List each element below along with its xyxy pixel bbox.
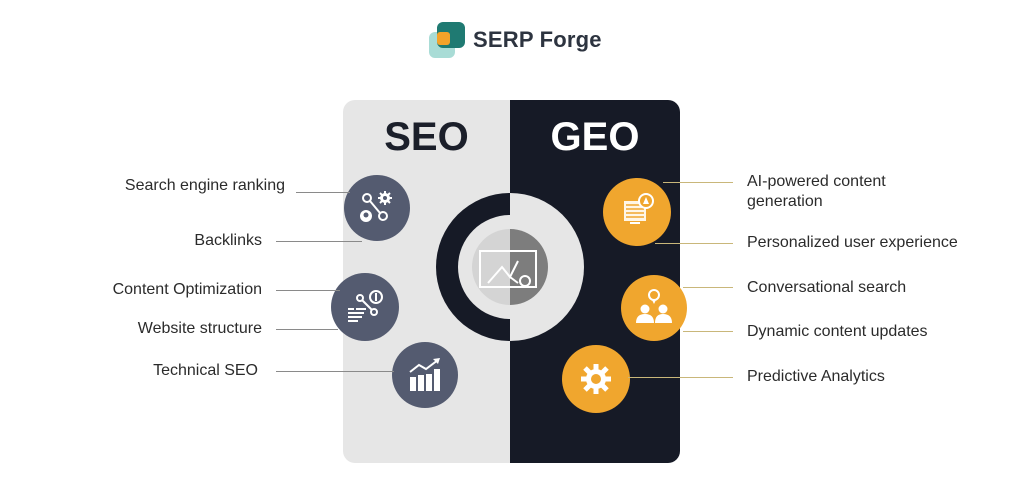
brand-logo: SERP Forge	[427, 20, 602, 60]
seo-label-technical-seo: Technical SEO	[153, 362, 258, 379]
seo-label-content-optimization: Content Optimization	[112, 281, 262, 298]
growth-bar-chart-icon	[409, 358, 440, 391]
connector-line	[276, 290, 340, 291]
seo-label-backlinks: Backlinks	[194, 232, 262, 249]
users-idea-icon	[636, 289, 672, 323]
seo-label-website-structure: Website structure	[137, 320, 262, 337]
geo-title: GEO	[550, 115, 640, 159]
geo-label-ai-powered-content-line2: generation	[747, 193, 823, 210]
connector-line	[683, 331, 733, 332]
seo-icon-1	[344, 175, 410, 241]
connector-line	[276, 329, 338, 330]
connector-line	[296, 192, 350, 193]
brand-name: SERP Forge	[473, 27, 602, 52]
document-monitor-icon	[624, 193, 654, 224]
geo-label-dynamic-content-updates: Dynamic content updates	[747, 323, 928, 340]
seo-title: SEO	[384, 115, 469, 159]
connector-line	[655, 243, 733, 244]
geo-label-ai-powered-content: AI-powered content	[747, 173, 886, 190]
geo-label-predictive-analytics: Predictive Analytics	[747, 368, 885, 385]
geo-icon-1	[603, 178, 671, 246]
geo-label-conversational-search: Conversational search	[747, 279, 907, 296]
connector-line	[683, 287, 733, 288]
seo-icon-2	[331, 273, 399, 341]
logo-mark-icon	[427, 20, 467, 60]
content-link-icon	[348, 290, 383, 322]
seo-icon-3	[392, 342, 458, 408]
center-ring	[436, 193, 584, 341]
connector-line	[663, 182, 733, 183]
geo-icon-2	[621, 275, 687, 341]
chart-image-icon	[479, 250, 537, 288]
connector-line	[276, 371, 394, 372]
connector-line	[628, 377, 733, 378]
gear-icon	[581, 364, 611, 394]
geo-icon-3	[562, 345, 630, 413]
connector-line	[276, 241, 362, 242]
network-gear-user-icon	[360, 191, 392, 222]
seo-label-search-engine-ranking: Search engine ranking	[124, 177, 285, 194]
geo-label-personalized-user-experience: Personalized user experience	[747, 234, 958, 251]
